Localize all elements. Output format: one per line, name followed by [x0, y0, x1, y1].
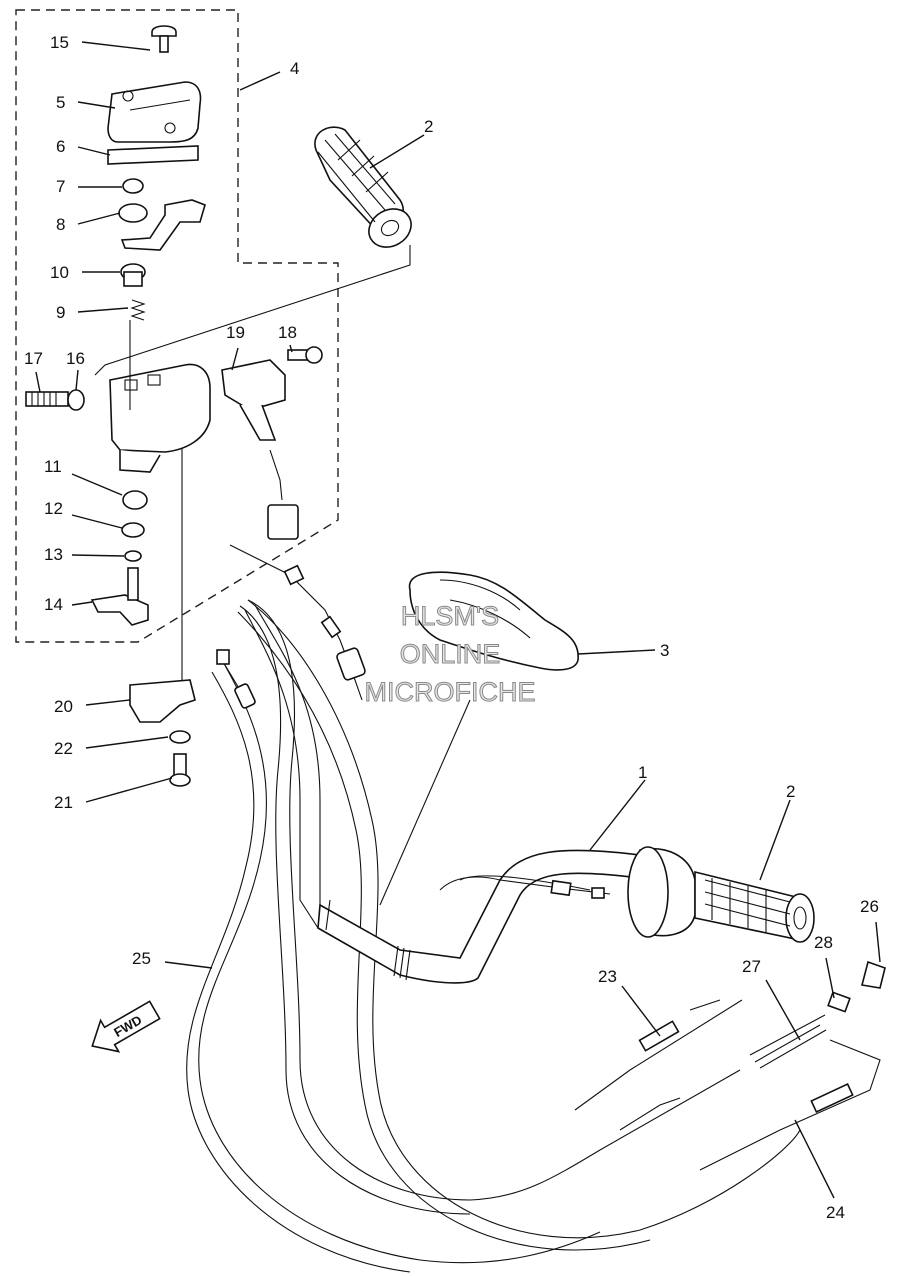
callout-21: 21	[54, 793, 73, 812]
callout-22: 22	[54, 739, 73, 758]
bolt-17	[25, 391, 69, 407]
callout-15: 15	[50, 33, 69, 52]
callout-2-upper: 2	[424, 117, 433, 136]
lever-14	[90, 567, 149, 626]
callout-5: 5	[56, 93, 65, 112]
callout-25: 25	[132, 949, 151, 968]
cable-25	[186, 599, 801, 1273]
washer-12	[121, 522, 145, 538]
collar-11	[122, 490, 148, 510]
callout-13: 13	[44, 545, 63, 564]
callout-20: 20	[54, 697, 73, 716]
part-28	[827, 991, 851, 1013]
throttle-cable	[229, 544, 366, 701]
callout-17: 17	[24, 349, 43, 368]
hand-guard	[379, 571, 579, 906]
callout-19: 19	[226, 323, 245, 342]
callout-2-lower: 2	[786, 782, 795, 801]
callout-16: 16	[66, 349, 85, 368]
forward-arrow: FWD	[91, 1000, 161, 1053]
callout-1: 1	[638, 763, 647, 782]
collar-10	[120, 263, 146, 287]
left-switch-body	[109, 320, 211, 690]
nut-16	[67, 389, 85, 411]
cable-end-25	[216, 649, 256, 709]
washer-13	[124, 550, 142, 562]
callout-3: 3	[660, 641, 669, 660]
callout-28: 28	[814, 933, 833, 952]
callout-10: 10	[50, 263, 69, 282]
screw-15	[151, 25, 177, 53]
nut-7	[122, 178, 144, 194]
callout-7: 7	[56, 177, 65, 196]
clamp-20	[129, 679, 196, 723]
callout-24: 24	[826, 1203, 845, 1222]
screw-21	[169, 753, 191, 787]
bracket	[120, 199, 206, 251]
watermark-line-2: ONLINE	[400, 639, 501, 669]
watermark-line-1: HLSM'S	[401, 601, 499, 631]
callout-11: 11	[44, 457, 62, 476]
callout-4: 4	[290, 59, 299, 78]
callout-26: 26	[860, 897, 879, 916]
callout-12: 12	[44, 499, 63, 518]
grip-upper	[94, 126, 412, 376]
cable-24	[699, 1039, 881, 1171]
callout-8: 8	[56, 215, 65, 234]
callout-labels: 1 2 2 3 4 5 6 7 8 9 10 11 12 13 14 15 16…	[24, 33, 879, 1222]
callout-27: 27	[742, 957, 761, 976]
part-26	[861, 960, 886, 989]
callout-18: 18	[278, 323, 297, 342]
callout-6: 6	[56, 137, 65, 156]
cover-5	[107, 81, 202, 143]
watermark-line-3: MICROFICHE	[365, 677, 536, 707]
handlebar	[244, 604, 641, 984]
callout-9: 9	[56, 303, 65, 322]
brake-line	[439, 876, 611, 895]
cable-27	[599, 1014, 827, 1151]
screw-18	[287, 346, 323, 364]
callout-23: 23	[598, 967, 617, 986]
right-grip-assembly	[627, 846, 815, 943]
callout-14: 14	[44, 595, 63, 614]
spring-9	[130, 299, 146, 321]
washer-22	[169, 730, 191, 744]
switch-19	[221, 359, 299, 540]
leader-lines	[35, 41, 881, 1199]
cable-23	[574, 999, 743, 1111]
gasket-6	[107, 145, 199, 165]
washer-8	[118, 203, 148, 223]
